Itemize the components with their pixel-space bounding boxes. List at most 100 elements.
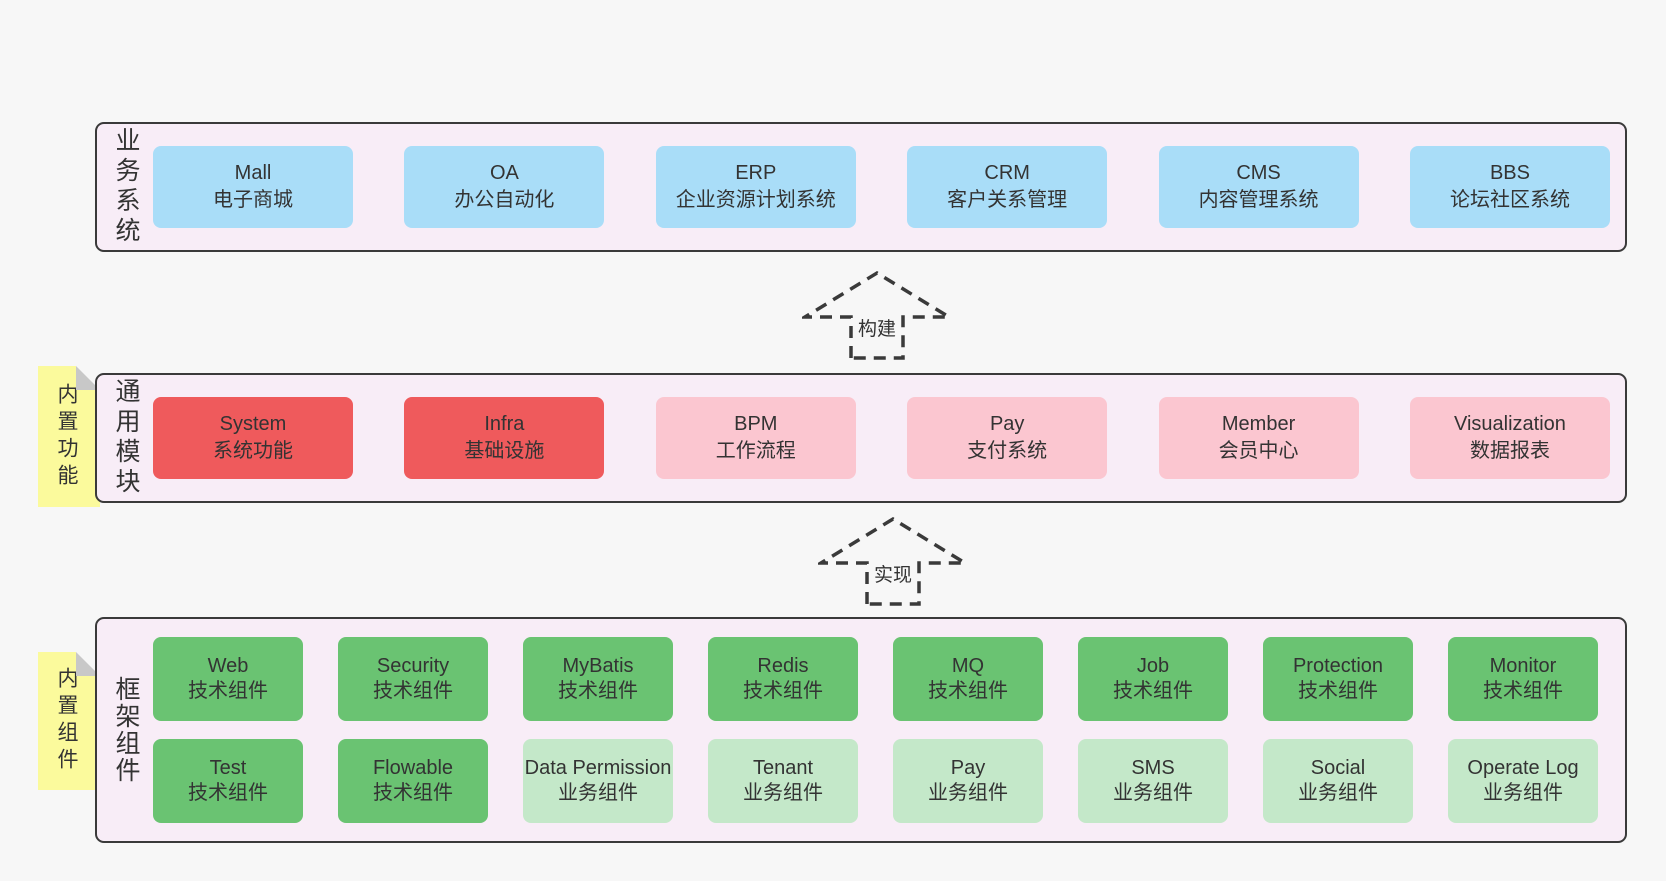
box-sms-name: SMS bbox=[1131, 757, 1175, 779]
box-system: System 系统功能 bbox=[153, 397, 353, 479]
box-test-desc: 技术组件 bbox=[188, 782, 268, 804]
box-job-desc: 技术组件 bbox=[1113, 680, 1193, 702]
box-erp-desc: 企业资源计划系统 bbox=[675, 189, 836, 211]
box-social: Social 业务组件 bbox=[1263, 739, 1413, 823]
layer-label-common-modules: 通用模块 bbox=[112, 378, 140, 498]
box-flowable: Flowable 技术组件 bbox=[338, 739, 488, 823]
box-pay-module-desc: 支付系统 bbox=[967, 440, 1048, 462]
sticky-note-built-in-features-label: 内置功能 bbox=[55, 382, 78, 491]
panel-common-modules: 通用模块 System 系统功能 Infra 基础设施 BPM 工作流程 Pay… bbox=[95, 373, 1627, 503]
business-boxes-row: Mall 电子商城 OA 办公自动化 ERP 企业资源计划系统 CRM 客户关系… bbox=[153, 146, 1610, 228]
box-data-permission: Data Permission 业务组件 bbox=[523, 739, 673, 823]
box-member: Member 会员中心 bbox=[1158, 397, 1359, 479]
box-infra-name: Infra bbox=[484, 413, 525, 435]
box-erp-name: ERP bbox=[735, 162, 777, 184]
box-web-desc: 技术组件 bbox=[188, 680, 268, 702]
box-mall: Mall 电子商城 bbox=[153, 146, 353, 228]
component-row-1: Web 技术组件 Security 技术组件 MyBatis 技术组件 Redi… bbox=[153, 637, 1598, 721]
box-data-permission-name: Data Permission bbox=[524, 757, 672, 779]
box-oa: OA 办公自动化 bbox=[404, 146, 605, 228]
box-oa-desc: 办公自动化 bbox=[454, 189, 555, 211]
box-pay-module-name: Pay bbox=[989, 413, 1025, 435]
box-system-desc: 系统功能 bbox=[213, 440, 293, 462]
box-mq-desc: 技术组件 bbox=[928, 680, 1008, 702]
box-security: Security 技术组件 bbox=[338, 637, 488, 721]
box-pay-module: Pay 支付系统 bbox=[907, 397, 1108, 479]
box-bpm: BPM 工作流程 bbox=[655, 397, 856, 479]
box-cms: CMS 内容管理系统 bbox=[1158, 146, 1359, 228]
implement-arrow-label: 实现 bbox=[873, 565, 913, 586]
box-bpm-desc: 工作流程 bbox=[715, 440, 796, 462]
panel-framework-components: 框架组件 Web 技术组件 Security 技术组件 MyBatis 技术组件… bbox=[95, 617, 1627, 843]
box-bpm-name: BPM bbox=[734, 413, 778, 435]
box-tenant-name: Tenant bbox=[752, 757, 814, 779]
sticky-note-built-in-components: 内置组件 bbox=[38, 652, 100, 790]
box-bbs-name: BBS bbox=[1489, 162, 1530, 184]
box-sms: SMS 业务组件 bbox=[1078, 739, 1228, 823]
box-web: Web 技术组件 bbox=[153, 637, 303, 721]
box-crm-desc: 客户关系管理 bbox=[947, 189, 1068, 211]
box-security-desc: 技术组件 bbox=[373, 680, 453, 702]
box-visualization: Visualization 数据报表 bbox=[1409, 397, 1610, 479]
box-redis: Redis 技术组件 bbox=[708, 637, 858, 721]
box-operate-log-name: Operate Log bbox=[1467, 757, 1579, 779]
box-tenant: Tenant 业务组件 bbox=[708, 739, 858, 823]
layer-label-framework-components: 框架组件 bbox=[112, 676, 140, 784]
panel-business-systems: 业务系统 Mall 电子商城 OA 办公自动化 ERP 企业资源计划系统 CRM… bbox=[95, 122, 1627, 252]
box-bbs-desc: 论坛社区系统 bbox=[1449, 189, 1570, 211]
box-mall-desc: 电子商城 bbox=[213, 189, 293, 211]
box-mybatis: MyBatis 技术组件 bbox=[523, 637, 673, 721]
box-system-name: System bbox=[219, 413, 287, 435]
box-mq: MQ 技术组件 bbox=[893, 637, 1043, 721]
box-redis-desc: 技术组件 bbox=[743, 680, 823, 702]
box-job-name: Job bbox=[1136, 655, 1170, 677]
box-sms-desc: 业务组件 bbox=[1113, 782, 1193, 804]
box-cms-name: CMS bbox=[1236, 162, 1281, 184]
box-erp: ERP 企业资源计划系统 bbox=[655, 146, 856, 228]
box-mybatis-name: MyBatis bbox=[562, 655, 634, 677]
box-infra: Infra 基础设施 bbox=[404, 397, 605, 479]
layer-label-business-systems: 业务系统 bbox=[112, 127, 140, 247]
box-data-permission-desc: 业务组件 bbox=[558, 782, 638, 804]
box-operate-log-desc: 业务组件 bbox=[1483, 782, 1563, 804]
box-test: Test 技术组件 bbox=[153, 739, 303, 823]
box-crm: CRM 客户关系管理 bbox=[907, 146, 1108, 228]
box-flowable-desc: 技术组件 bbox=[373, 782, 453, 804]
box-bbs: BBS 论坛社区系统 bbox=[1409, 146, 1610, 228]
box-cms-desc: 内容管理系统 bbox=[1198, 189, 1319, 211]
box-mybatis-desc: 技术组件 bbox=[558, 680, 638, 702]
box-pay-component: Pay 业务组件 bbox=[893, 739, 1043, 823]
implement-arrow-icon: 实现 bbox=[818, 516, 968, 606]
box-monitor-name: Monitor bbox=[1489, 655, 1557, 677]
build-arrow-label: 构建 bbox=[857, 319, 897, 340]
box-member-desc: 会员中心 bbox=[1218, 440, 1299, 462]
box-member-name: Member bbox=[1221, 413, 1296, 435]
sticky-note-built-in-features: 内置功能 bbox=[38, 366, 100, 507]
box-social-name: Social bbox=[1310, 757, 1366, 779]
box-monitor-desc: 技术组件 bbox=[1483, 680, 1563, 702]
build-arrow-icon: 构建 bbox=[802, 270, 952, 360]
box-tenant-desc: 业务组件 bbox=[743, 782, 823, 804]
box-oa-name: OA bbox=[489, 162, 519, 184]
sticky-note-built-in-components-label: 内置组件 bbox=[55, 667, 78, 775]
box-infra-desc: 基础设施 bbox=[464, 440, 545, 462]
box-visualization-name: Visualization bbox=[1453, 413, 1566, 435]
box-pay-component-name: Pay bbox=[950, 757, 986, 779]
box-web-name: Web bbox=[207, 655, 249, 677]
box-operate-log: Operate Log 业务组件 bbox=[1448, 739, 1598, 823]
box-social-desc: 业务组件 bbox=[1298, 782, 1378, 804]
box-pay-component-desc: 业务组件 bbox=[928, 782, 1008, 804]
box-crm-name: CRM bbox=[984, 162, 1030, 184]
box-flowable-name: Flowable bbox=[372, 757, 454, 779]
box-protection-desc: 技术组件 bbox=[1298, 680, 1378, 702]
box-monitor: Monitor 技术组件 bbox=[1448, 637, 1598, 721]
component-rows: Web 技术组件 Security 技术组件 MyBatis 技术组件 Redi… bbox=[153, 637, 1598, 823]
component-row-2: Test 技术组件 Flowable 技术组件 Data Permission … bbox=[153, 739, 1598, 823]
box-security-name: Security bbox=[376, 655, 450, 677]
box-job: Job 技术组件 bbox=[1078, 637, 1228, 721]
box-visualization-desc: 数据报表 bbox=[1469, 440, 1550, 462]
box-mall-name: Mall bbox=[234, 162, 272, 184]
box-mq-name: MQ bbox=[951, 655, 985, 677]
box-protection-name: Protection bbox=[1292, 655, 1384, 677]
